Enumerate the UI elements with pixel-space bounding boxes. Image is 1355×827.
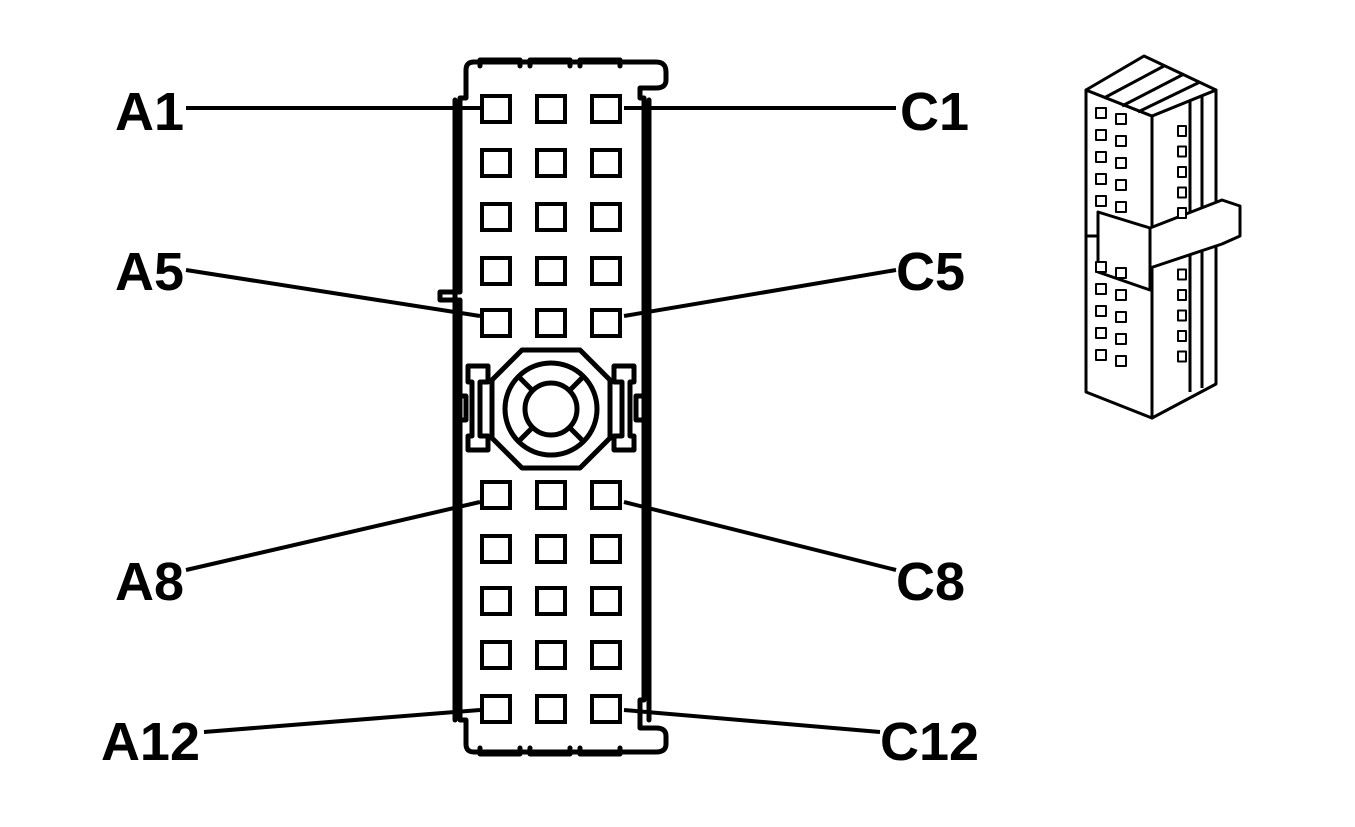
label-a1: A1 [115,82,184,142]
lock-ring [502,360,600,458]
cavity [590,202,622,232]
label-c1: C1 [900,82,969,142]
connector-body-outline [437,59,669,755]
cavity [535,148,567,178]
cavity [480,148,512,178]
cavity [480,308,512,338]
iso-side-slot [1177,125,1187,137]
cavity [480,586,512,616]
cavity [590,256,622,286]
cavity [480,94,512,124]
cavity [535,534,567,564]
leader-c8 [623,500,897,572]
iso-cavity [1095,305,1107,317]
iso-cavity [1115,267,1127,279]
cavity [590,94,622,124]
iso-side-slot [1177,350,1187,363]
cavity [590,640,622,670]
cavity [535,586,567,616]
leader-a5 [185,268,481,318]
cavity [480,534,512,564]
cavity [535,94,567,124]
lock-hole [522,380,580,438]
iso-cavity [1095,107,1107,119]
label-a12: A12 [101,712,200,772]
cavity [535,256,567,286]
label-a5: A5 [115,242,184,302]
iso-cavity [1095,283,1107,295]
cavity [480,480,512,510]
iso-side-slot [1177,207,1187,219]
iso-cavity [1115,289,1127,301]
cavity [480,694,512,724]
lock-outer-octagon [489,347,613,471]
cavity [590,148,622,178]
iso-side-slot [1177,145,1187,158]
leader-lines [185,106,897,734]
cavity [480,256,512,286]
iso-cavity [1115,157,1127,169]
iso-cavity [1095,173,1107,185]
cavity [590,694,622,724]
connector-isometric-view [1084,54,1242,420]
left-latch [465,363,491,453]
iso-cavity [1115,355,1127,367]
iso-side-slot [1177,186,1187,199]
leader-c12 [623,708,881,734]
iso-cavity [1095,261,1107,273]
iso-side-slot [1177,289,1187,301]
label-c8: C8 [896,552,965,612]
cavity [535,640,567,670]
center-lock [453,347,649,471]
cavity [590,534,622,564]
cavity [590,586,622,616]
cavity [535,308,567,338]
cavity [480,202,512,232]
iso-cavity [1095,195,1107,207]
label-a8: A8 [115,552,184,612]
iso-cavity [1095,151,1107,163]
iso-cavity [1115,113,1127,125]
iso-cavity [1095,129,1107,141]
iso-cavity-grid [1095,107,1187,367]
cavity [535,202,567,232]
iso-latch [1096,210,1152,292]
cavity [535,694,567,724]
cavity-grid [480,94,622,724]
iso-cavity [1115,135,1127,147]
iso-side-slot [1177,309,1187,322]
label-c5: C5 [896,242,965,302]
iso-side-slot [1177,268,1187,281]
cavity [590,480,622,510]
iso-cavity [1115,179,1127,191]
leader-c5 [623,268,897,318]
cavity [480,640,512,670]
iso-cavity [1095,349,1107,361]
iso-cavity [1115,333,1127,345]
iso-cavity [1095,327,1107,339]
iso-cavity [1115,311,1127,323]
cavity [590,308,622,338]
cavity [535,480,567,510]
iso-side-slot [1177,330,1187,342]
leader-a8 [185,500,481,572]
right-latch [611,363,637,453]
iso-top-face [1084,54,1218,118]
leader-a12 [203,708,481,734]
iso-side-slot [1177,166,1187,178]
label-c12: C12 [880,712,979,772]
iso-cavity [1115,201,1127,213]
connector-face [437,57,669,757]
